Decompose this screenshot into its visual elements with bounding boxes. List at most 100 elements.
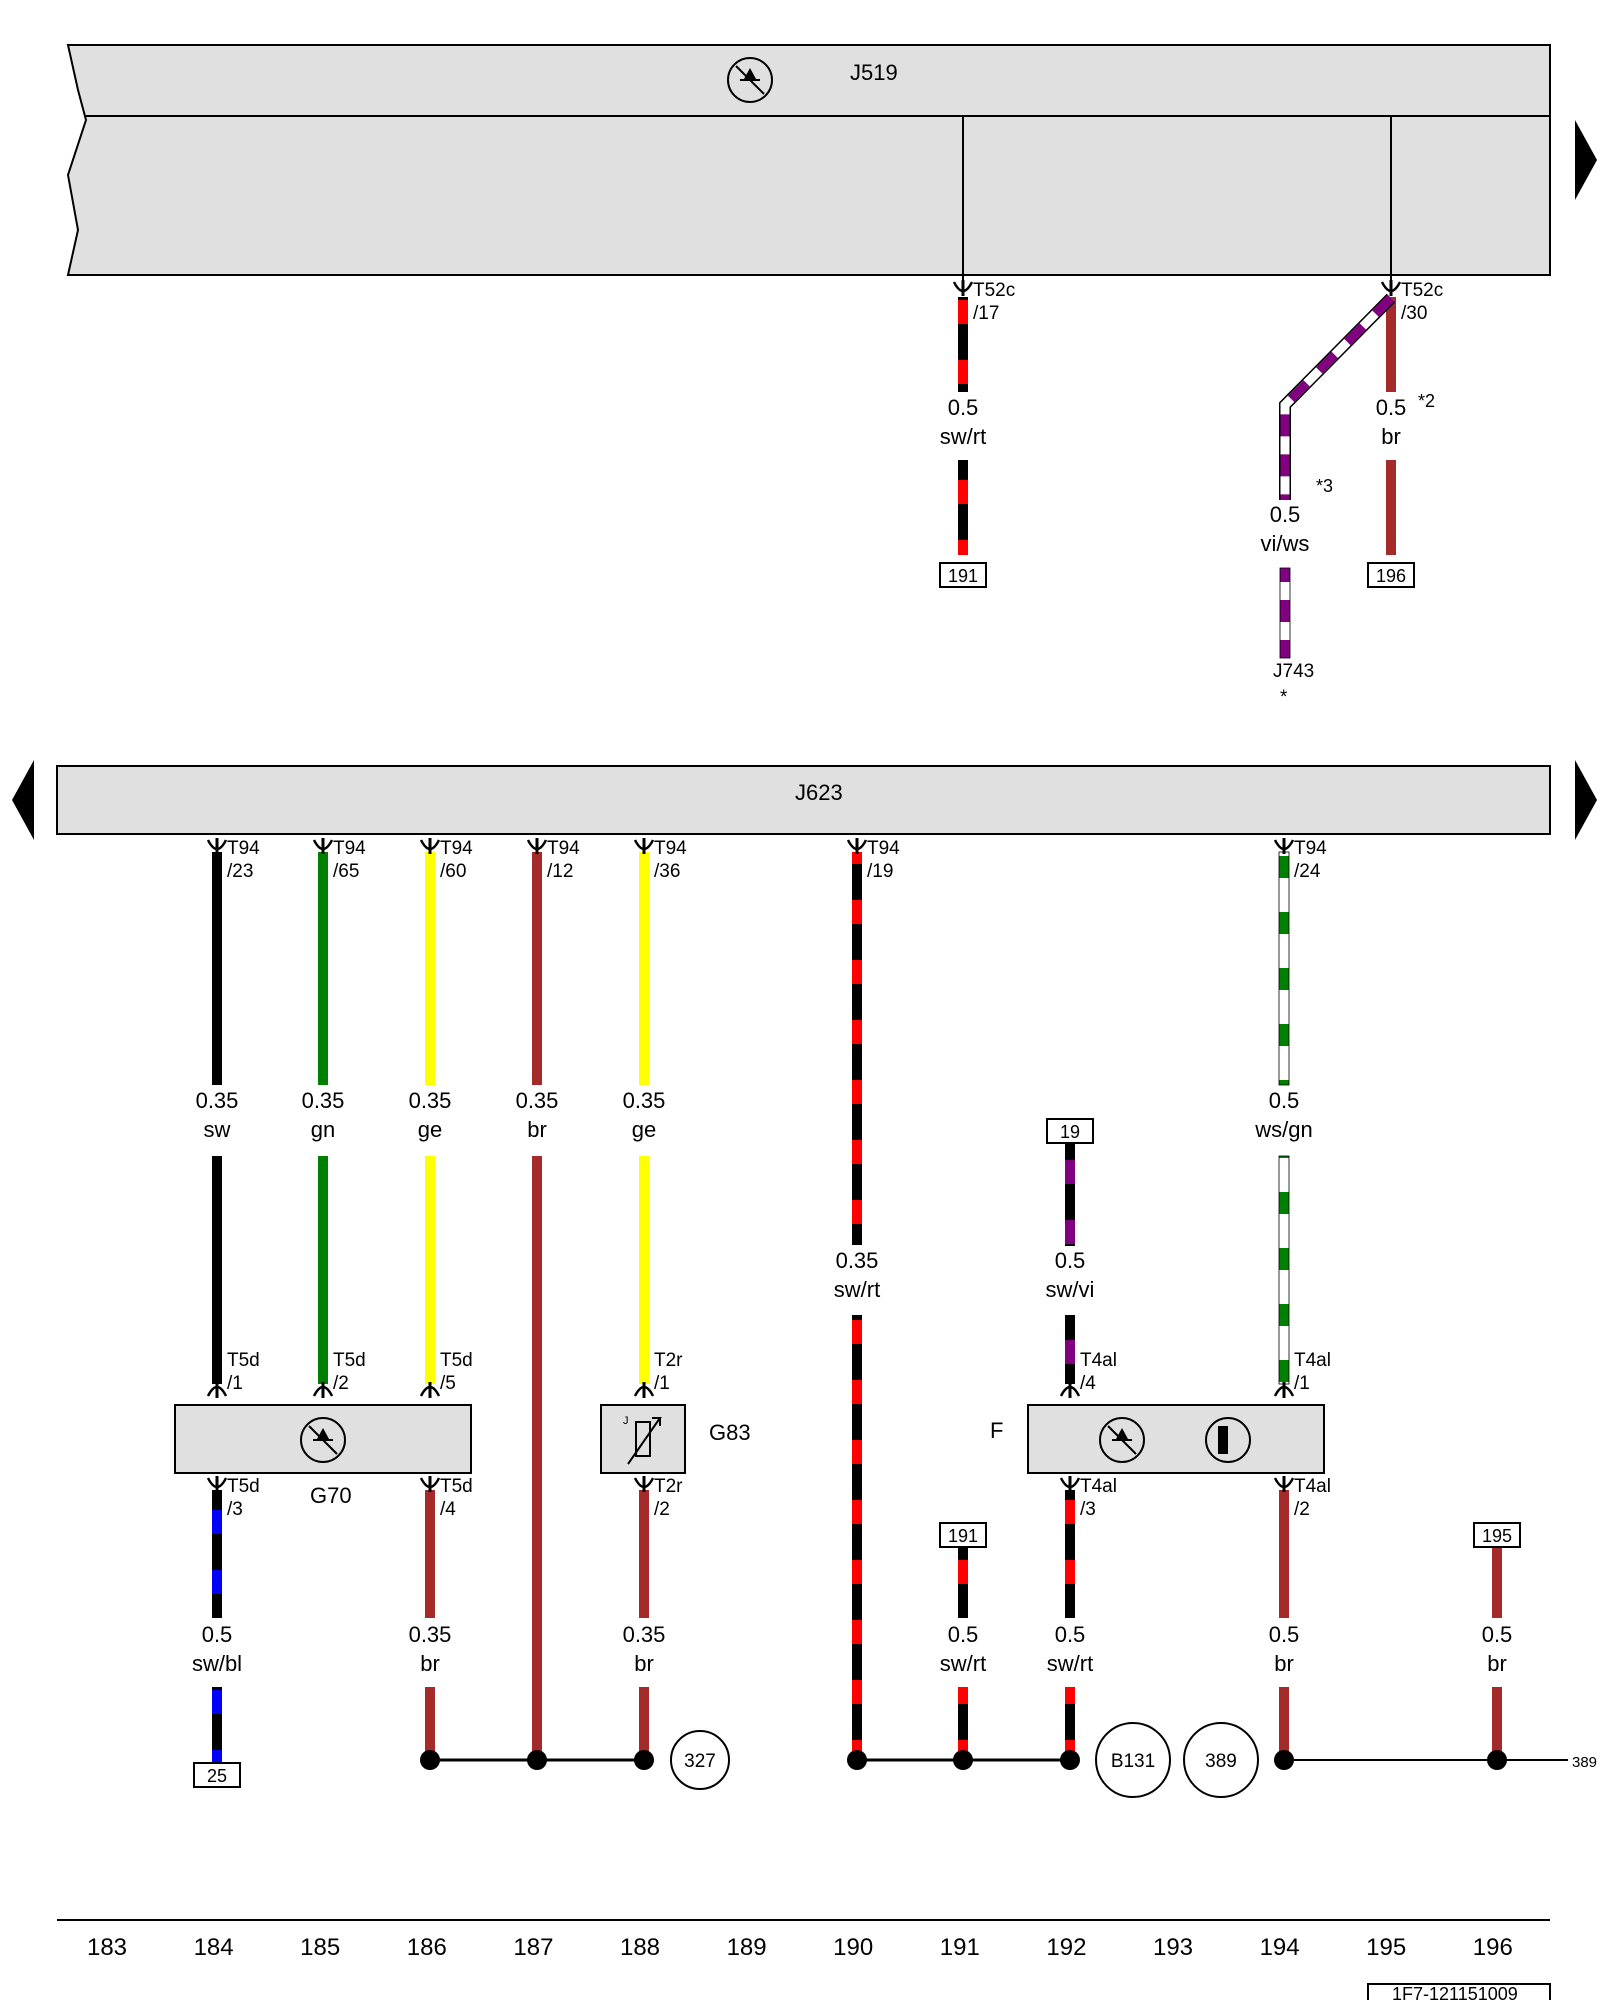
- wire-191-top-a: [958, 297, 968, 392]
- ground-point-327[interactable]: [670, 1730, 730, 1790]
- connector-name: T94: [227, 838, 260, 859]
- wire-191-dn-color: sw/rt: [940, 1651, 986, 1676]
- junction-points: [420, 1750, 1507, 1770]
- ref-19[interactable]: [1046, 1118, 1094, 1144]
- connector-pin-t5d-5: [419, 1382, 441, 1398]
- connector-pin-t94-24: [1273, 838, 1295, 854]
- column-number: 184: [194, 1934, 234, 1961]
- wire-184-dn-color: sw/bl: [192, 1651, 242, 1676]
- control-unit-icon: [727, 57, 773, 103]
- wire-188-dn-size: 0.35: [623, 1622, 666, 1647]
- connector-pin: /1: [654, 1373, 670, 1394]
- wire-186-up-size: 0.35: [409, 1088, 452, 1113]
- ref-196-top-label: 196: [1376, 566, 1406, 586]
- wire-184-up-b: [212, 1156, 222, 1384]
- wire-184-up-a: [212, 852, 222, 1085]
- connector-name: T5d: [440, 1350, 473, 1371]
- wire-194-dn-size: 0.5: [1269, 1622, 1300, 1647]
- ref-25[interactable]: [193, 1762, 241, 1788]
- doc-id-box: [1367, 1983, 1551, 2000]
- wire-192-dn-a: [1065, 1490, 1075, 1618]
- wire-194-up-size: 0.5: [1269, 1088, 1300, 1113]
- connector-name: T5d: [333, 1350, 366, 1371]
- wire-195-top-size: 0.5: [1376, 395, 1407, 420]
- connector-pin-t94-36: [633, 838, 655, 854]
- connector-pin: /24: [1294, 861, 1321, 882]
- connector-name: T4al: [1294, 1476, 1331, 1497]
- j743-label: J743: [1273, 661, 1314, 682]
- connector-pin: /1: [1294, 1373, 1310, 1394]
- wire-188-up-b: [639, 1156, 649, 1384]
- wire-187-b: [532, 1156, 542, 1760]
- ref-191[interactable]: [939, 1522, 987, 1548]
- j519-control-unit[interactable]: [66, 44, 1551, 276]
- f-switch[interactable]: [1027, 1404, 1325, 1474]
- j623-label: J623: [795, 780, 843, 805]
- wire-191-dn-b: [958, 1687, 968, 1760]
- connector-pin-t5d-4: [419, 1476, 441, 1492]
- connector-pin: /12: [547, 861, 573, 882]
- connector-pin: /65: [333, 861, 359, 882]
- wire-196-dn-b: [1492, 1687, 1502, 1760]
- wire-195-top-a: [1386, 297, 1396, 392]
- connector-name: T94: [1294, 838, 1327, 859]
- connector-pin: /2: [654, 1499, 670, 1520]
- wire-196-dn-color: br: [1487, 1651, 1507, 1676]
- connector-pin-t94-65: [312, 838, 334, 854]
- g83-sensor[interactable]: [600, 1404, 686, 1474]
- connector-pin-t4al-4: [1059, 1382, 1081, 1398]
- column-number: 186: [407, 1934, 447, 1961]
- g70-label: G70: [310, 1483, 352, 1508]
- connector-name: T52c: [1401, 280, 1443, 301]
- wire-188-dn-b: [639, 1687, 649, 1760]
- connector-pin: /2: [1294, 1499, 1310, 1520]
- g83-sub-label: J: [623, 1415, 629, 1427]
- brake-light-switch-icon: [1205, 1417, 1251, 1463]
- continue-right-arrow-middle[interactable]: [1575, 760, 1597, 840]
- j623-control-unit[interactable]: [56, 765, 1551, 835]
- connector-pin-t94-60: [419, 838, 441, 854]
- wire-185-up-size: 0.35: [302, 1088, 345, 1113]
- connector-pin: /5: [440, 1373, 456, 1394]
- wire-185-up-a: [318, 852, 328, 1085]
- connector-pin: /2: [333, 1373, 349, 1394]
- ground-point-b131[interactable]: [1095, 1722, 1171, 1798]
- wire-190-b: [852, 1315, 862, 1760]
- connector-labels: T52c/17T52c/30T94/23T94/65T94/60T94/12T9…: [227, 280, 1443, 1520]
- ref-191-top[interactable]: [939, 562, 987, 588]
- ref-195[interactable]: [1473, 1522, 1521, 1548]
- wire-187-color: br: [527, 1117, 547, 1142]
- wire-191-top-color: sw/rt: [940, 424, 986, 449]
- continue-left-arrow[interactable]: [12, 760, 34, 840]
- ref-191-top-label: 191: [948, 566, 978, 586]
- wire-187-size: 0.35: [516, 1088, 559, 1113]
- wire-185-up-b: [318, 1156, 328, 1384]
- right-ref-389: 389: [1572, 1754, 1597, 1771]
- j519-label: J519: [850, 60, 898, 85]
- wire-188-dn-color: br: [634, 1651, 654, 1676]
- connector-pin-t2r-2: [633, 1476, 655, 1492]
- continue-right-arrow-top[interactable]: [1575, 120, 1597, 200]
- wire-185-up-color: gn: [311, 1117, 335, 1142]
- connector-pin: /1: [227, 1373, 243, 1394]
- wire-194-top-b: [1279, 567, 1291, 659]
- wire-184-dn-b: [212, 1687, 222, 1763]
- ref-195-label: 195: [1482, 1526, 1512, 1546]
- wire-184-dn-size: 0.5: [202, 1622, 233, 1647]
- wire-190-color: sw/rt: [834, 1277, 880, 1302]
- g70-sensor-icon: [300, 1417, 346, 1463]
- ref-196-top[interactable]: [1367, 562, 1415, 588]
- wire-186-up-b: [425, 1156, 435, 1384]
- wire-194-top-color: vi/ws: [1261, 531, 1310, 556]
- wire-187-a: [532, 852, 542, 1085]
- control-sensor-icon: [1099, 1417, 1145, 1463]
- wire-194-up-color: ws/gn: [1254, 1117, 1312, 1142]
- connector-pin-t94-12: [526, 838, 548, 854]
- connector-name: T4al: [1080, 1350, 1117, 1371]
- connector-pin: /3: [227, 1499, 243, 1520]
- ground-point-389[interactable]: [1183, 1722, 1259, 1798]
- connector-pin-t4al-1: [1273, 1382, 1295, 1398]
- wire-186-dn-size: 0.35: [409, 1622, 452, 1647]
